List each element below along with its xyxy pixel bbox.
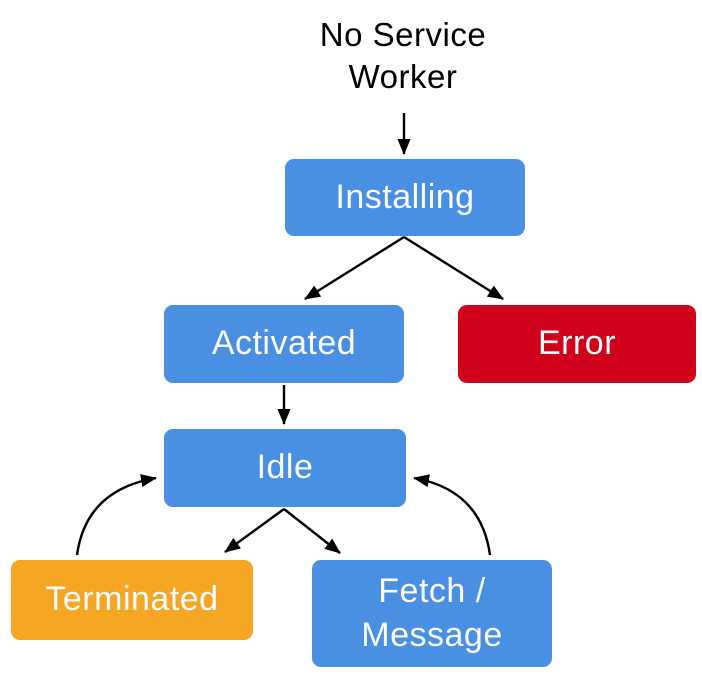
label-no-service-worker: No Service Worker: [319, 16, 487, 96]
node-terminated-label: Terminated: [45, 580, 219, 619]
arrow-installing-to-error: [403, 235, 504, 301]
node-error: Error: [458, 305, 696, 383]
node-installing: Installing: [285, 159, 525, 236]
node-idle-label: Idle: [256, 448, 314, 487]
node-installing-label: Installing: [335, 177, 475, 216]
node-fetch-message-label: Fetch / Message: [361, 571, 503, 654]
node-activated-label: Activated: [211, 324, 357, 363]
node-error-label: Error: [537, 324, 617, 363]
arrow-installing-to-activated: [304, 235, 405, 301]
arrow-idle-to-fetch-message: [283, 508, 341, 554]
arrow-terminated-to-idle: [75, 474, 157, 556]
arrow-fetch-message-to-idle: [413, 474, 492, 556]
node-fetch-message: Fetch / Message: [312, 560, 552, 667]
node-activated: Activated: [164, 305, 404, 383]
node-idle: Idle: [164, 429, 406, 507]
arrow-idle-to-terminated: [224, 508, 285, 553]
node-terminated: Terminated: [11, 560, 253, 640]
